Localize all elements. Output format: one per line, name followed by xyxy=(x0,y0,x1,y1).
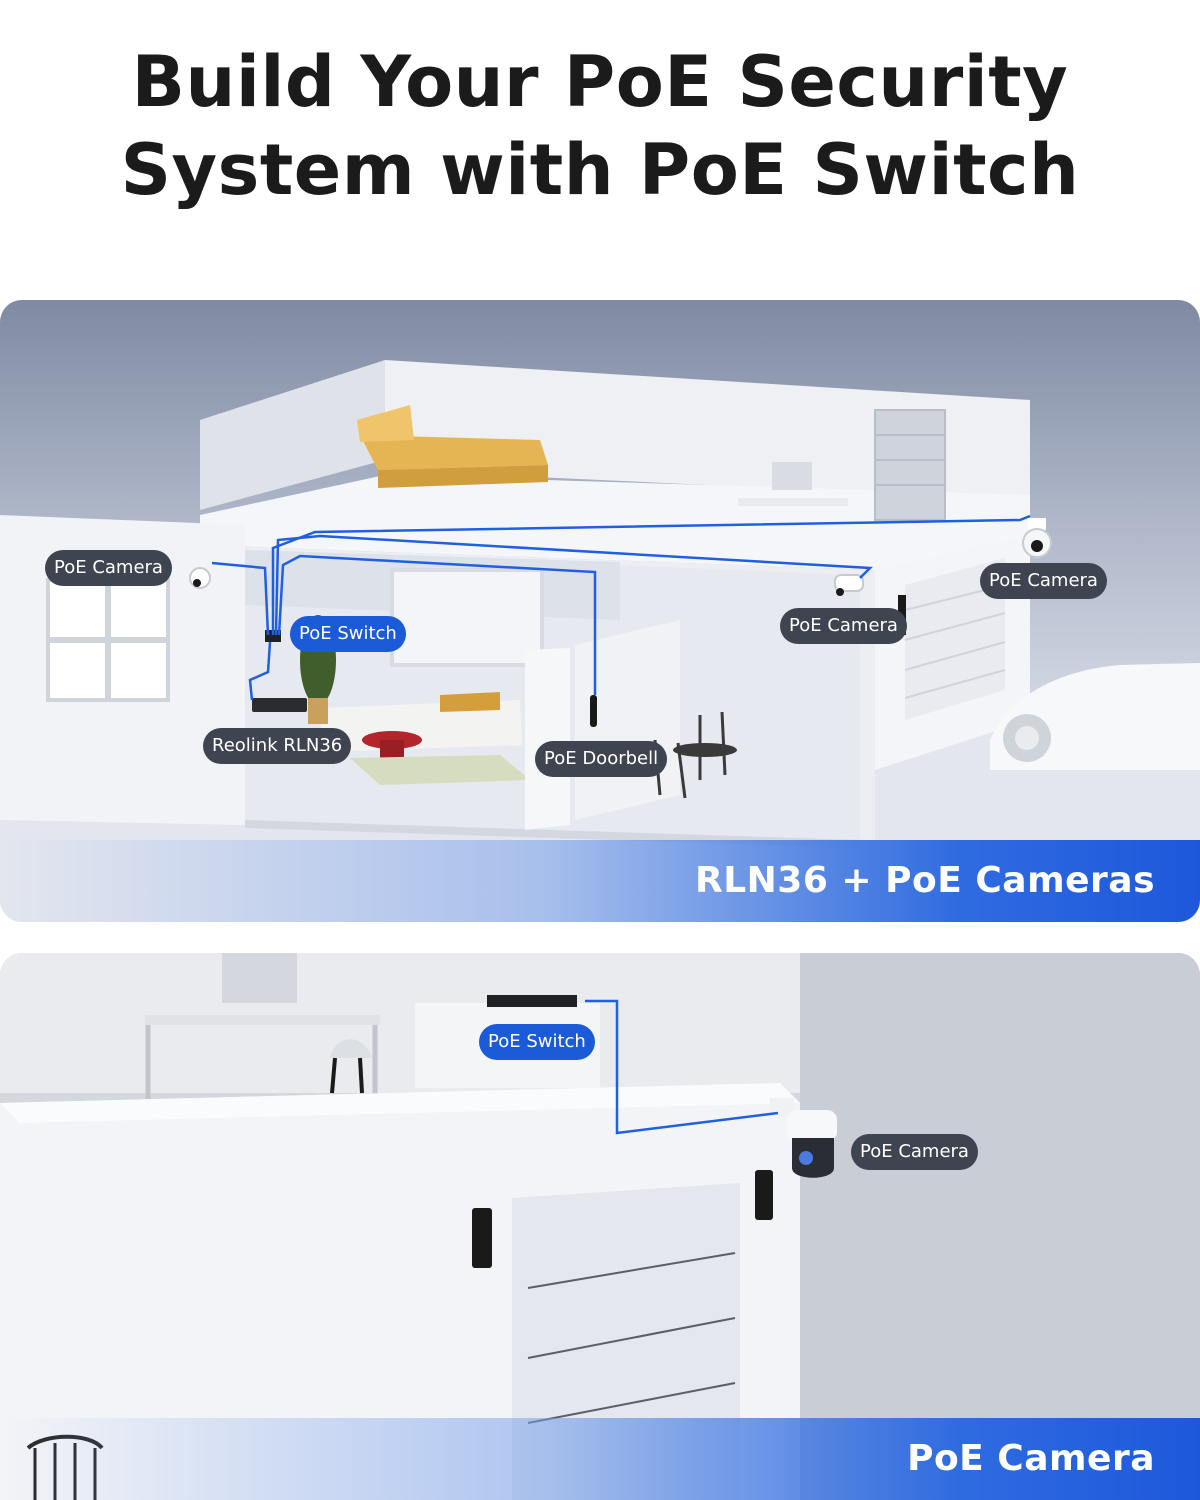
camera-left-icon xyxy=(189,567,211,589)
banner-title: RLN36 + PoE Cameras xyxy=(695,860,1155,901)
label-poe-switch-2: PoE Switch xyxy=(479,1024,595,1060)
label-poe-camera-middle: PoE Camera xyxy=(780,608,907,644)
label-poe-camera-2: PoE Camera xyxy=(851,1134,978,1170)
banner-title-2: PoE Camera xyxy=(907,1438,1155,1479)
banner-rln36-poe-cameras: RLN36 + PoE Cameras xyxy=(0,840,1200,922)
title-line-1: Build Your PoE Security xyxy=(131,41,1069,123)
label-poe-doorbell: PoE Doorbell xyxy=(535,741,668,777)
label-reolink-rln36: Reolink RLN36 xyxy=(203,728,352,764)
garage-illustration xyxy=(0,953,1200,1500)
panel-rln36-setup: PoE Camera PoE Switch Reolink RLN36 PoE … xyxy=(0,300,1200,922)
page-title: Build Your PoE Security System with PoE … xyxy=(0,38,1200,214)
title-line-2: System with PoE Switch xyxy=(120,129,1080,211)
label-poe-camera-right: PoE Camera xyxy=(980,563,1107,599)
label-poe-camera-left: PoE Camera xyxy=(45,550,172,586)
panel-switch-setup: PoE Switch PoE Camera PoE Camera xyxy=(0,953,1200,1500)
banner-poe-camera: PoE Camera xyxy=(0,1418,1200,1500)
house-illustration xyxy=(0,360,1200,922)
label-poe-switch: PoE Switch xyxy=(290,616,406,652)
